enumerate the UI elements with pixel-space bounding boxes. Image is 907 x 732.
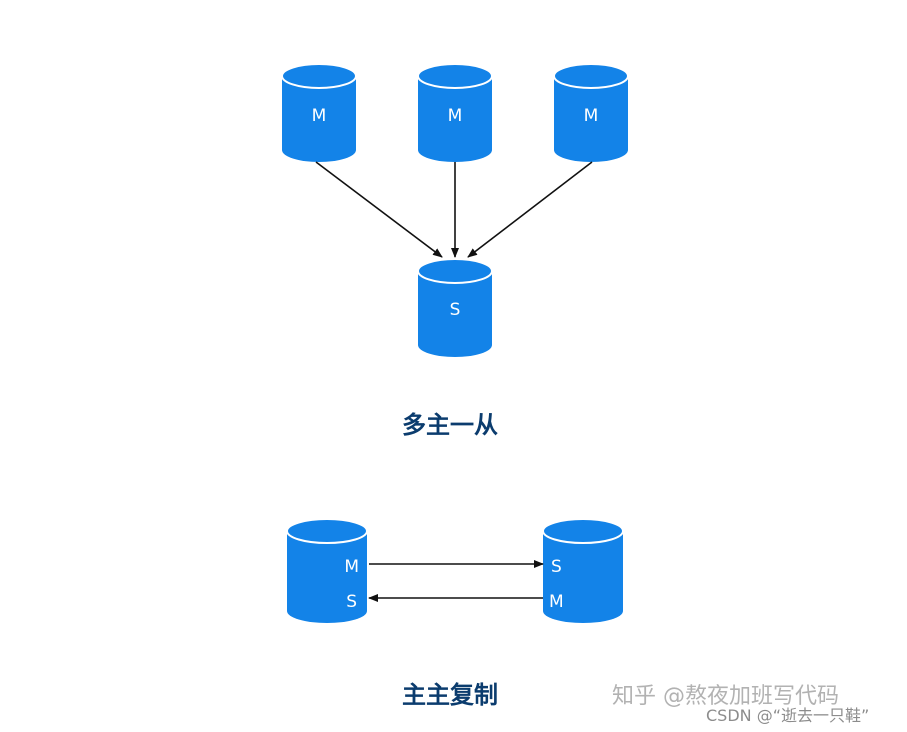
db-right-bottom-label: M xyxy=(549,592,564,612)
db-master-3: M xyxy=(553,63,629,162)
db-master-2-label: M xyxy=(448,106,463,126)
caption-multi-master: 多主一从 xyxy=(402,411,498,439)
db-slave-label: S xyxy=(450,300,461,320)
db-right-node: S M xyxy=(542,518,624,623)
arrow-master-1-to-slave xyxy=(315,161,443,258)
db-master-1: M xyxy=(281,63,357,162)
db-slave: S xyxy=(417,258,493,357)
db-right-top-label: S xyxy=(551,557,562,577)
db-left-top-label: M xyxy=(344,557,359,577)
caption-master-master: 主主复制 xyxy=(402,681,498,709)
db-left-bottom-label: S xyxy=(346,592,357,612)
arrow-master-3-to-slave xyxy=(467,161,593,258)
watermark-csdn: CSDN @“逝去一只鞋” xyxy=(706,706,870,725)
watermark-zhihu: 知乎 @熬夜加班写代码 xyxy=(612,684,839,709)
db-master-2: M xyxy=(417,63,493,162)
db-master-1-label: M xyxy=(312,106,327,126)
db-master-3-label: M xyxy=(584,106,599,126)
db-left-node: M S xyxy=(286,518,368,623)
